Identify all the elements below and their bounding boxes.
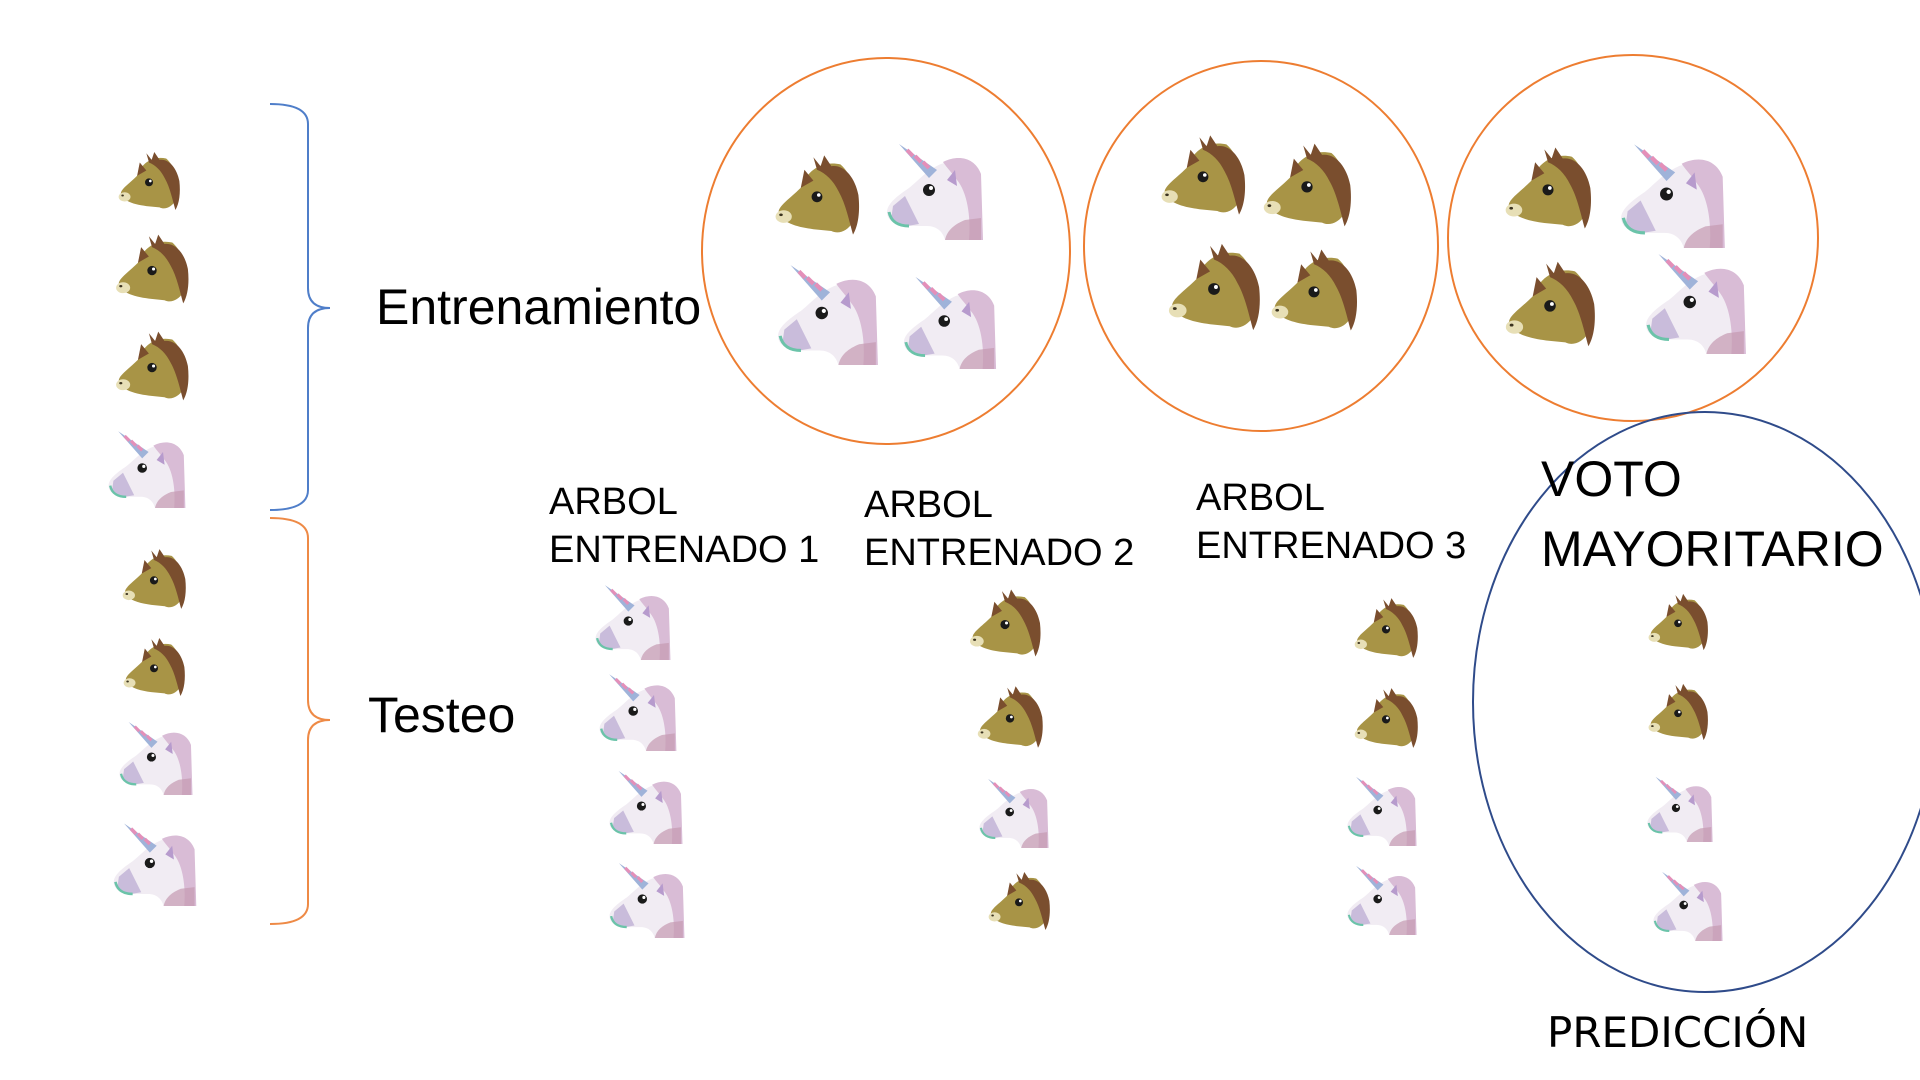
tree2-label-line1: ARBOL — [864, 484, 993, 526]
vote-label-line2: MAYORITARIO — [1541, 521, 1884, 577]
tree2-prediction-1 — [970, 589, 1041, 657]
tree3-prediction-1 — [1354, 598, 1418, 658]
vote-label: VOTO MAYORITARIO — [1541, 444, 1884, 584]
testing-item-2 — [123, 637, 185, 697]
bootstrap-3-item-4 — [1646, 254, 1746, 354]
vote-result-1 — [1648, 593, 1708, 651]
bootstrap-1-item-2 — [887, 144, 983, 240]
bootstrap-2-item-3 — [1168, 243, 1260, 331]
bootstrap-2-item-1 — [1161, 135, 1246, 215]
tree3-label: ARBOL ENTRENADO 3 — [1196, 474, 1466, 570]
bootstrap-1-item-1 — [775, 155, 860, 235]
tree1-prediction-3 — [608, 769, 684, 844]
tree3-prediction-3 — [1346, 775, 1418, 848]
training-bracket — [269, 103, 331, 511]
tree1-prediction-4 — [608, 861, 686, 940]
tree1-prediction-1 — [594, 583, 672, 662]
testing-item-3 — [118, 720, 194, 796]
bootstrap-1-item-3 — [778, 265, 878, 365]
vote-result-2 — [1648, 683, 1708, 741]
bootstrap-circle-1 — [701, 57, 1071, 445]
tree1-label: ARBOL ENTRENADO 1 — [549, 478, 819, 574]
tree3-prediction-2 — [1354, 688, 1418, 748]
training-item-3 — [116, 331, 189, 401]
bootstrap-circle-3 — [1447, 54, 1819, 422]
bootstrap-3-item-1 — [1505, 147, 1592, 229]
bootstrap-3-item-2 — [1621, 144, 1725, 248]
tree1-label-line1: ARBOL — [549, 481, 678, 523]
bootstrap-2-item-4 — [1271, 249, 1358, 331]
bootstrap-3-item-3 — [1505, 261, 1595, 347]
tree3-prediction-4 — [1346, 864, 1418, 937]
tree2-label-line2: ENTRENADO 2 — [864, 532, 1135, 574]
tree3-label-line2: ENTRENADO 3 — [1196, 525, 1467, 567]
bootstrap-circle-2 — [1083, 60, 1439, 432]
bootstrap-1-item-4 — [904, 277, 996, 369]
training-item-4 — [107, 429, 187, 510]
tree2-prediction-3 — [978, 777, 1050, 850]
prediction-label: PREDICCIÓN — [1547, 1008, 1809, 1057]
testing-item-4 — [112, 821, 198, 908]
tree1-label-line2: ENTRENADO 1 — [549, 529, 820, 571]
bootstrap-2-item-2 — [1263, 143, 1351, 227]
tree2-prediction-2 — [977, 686, 1043, 748]
vote-result-4 — [1652, 870, 1724, 943]
testing-label: Testeo — [368, 687, 516, 743]
majority-vote-ellipse — [1472, 411, 1920, 993]
testing-item-1 — [122, 549, 186, 609]
tree2-prediction-4 — [988, 871, 1050, 931]
testing-bracket — [269, 517, 331, 925]
tree1-prediction-2 — [598, 672, 678, 752]
vote-label-line1: VOTO — [1541, 451, 1682, 507]
tree3-label-line1: ARBOL — [1196, 477, 1325, 519]
tree2-label: ARBOL ENTRENADO 2 — [864, 481, 1134, 577]
training-item-2 — [116, 234, 189, 304]
training-item-1 — [118, 151, 180, 211]
vote-result-3 — [1646, 775, 1714, 844]
training-label: Entrenamiento — [376, 279, 702, 335]
